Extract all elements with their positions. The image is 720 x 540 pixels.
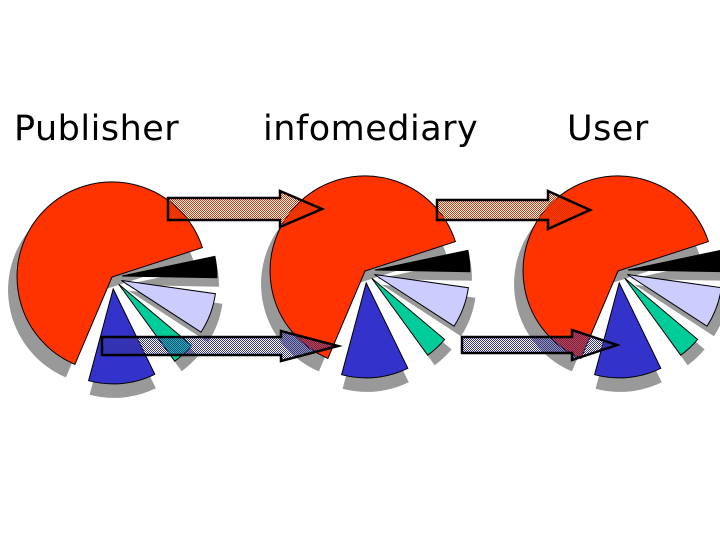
publisher-label: Publisher <box>14 109 180 149</box>
pie-chart-infomediary <box>261 175 476 392</box>
user-label: User <box>567 109 649 149</box>
flow-arrow-top-1 <box>166 189 326 229</box>
pie-slice-black <box>627 249 720 273</box>
pie-slice-green <box>624 277 699 356</box>
pie-slice-green <box>371 277 446 356</box>
pie-slice-black <box>374 249 471 273</box>
infomediary-label: infomediary <box>263 109 479 149</box>
pie-slice-lavender <box>121 280 216 333</box>
pie-slice-blue <box>340 281 409 379</box>
pie-slice-black <box>121 255 218 279</box>
flow-arrow-bottom-2 <box>460 328 621 362</box>
pie-slice-blue <box>593 281 662 379</box>
pie-slice-lavender <box>627 274 720 327</box>
flow-arrow-top-2 <box>435 189 594 231</box>
pie-slice-lavender <box>374 274 469 327</box>
flow-arrow-bottom-1 <box>100 329 343 363</box>
pie-chart-user <box>514 175 720 392</box>
